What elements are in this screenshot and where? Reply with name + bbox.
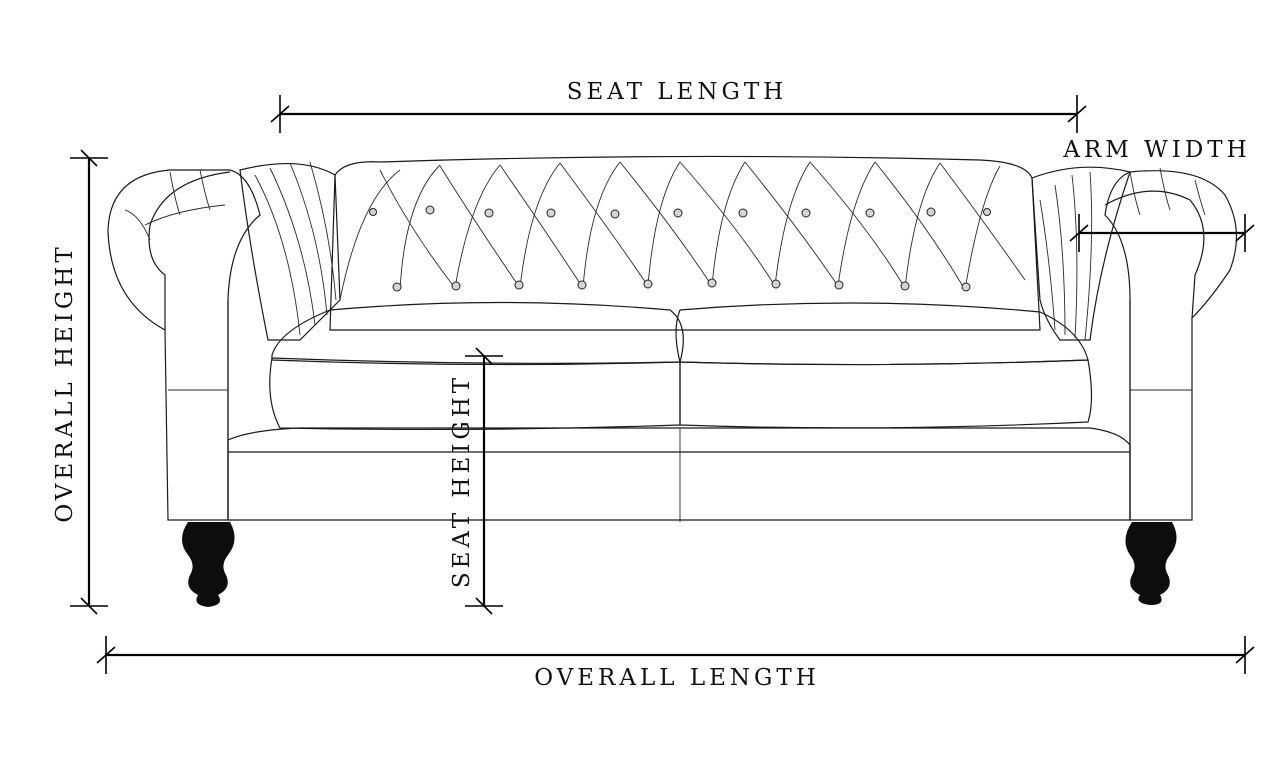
dimension-arm-width: ARM WIDTH	[1062, 137, 1255, 252]
dimension-overall-height: OVERALL HEIGHT	[52, 149, 108, 615]
left-seat-cushion-front	[269, 357, 681, 431]
back-tufting	[339, 161, 1026, 301]
left-arm-inner	[239, 163, 341, 341]
seat-height-label: SEAT HEIGHT	[449, 374, 475, 588]
right-seat-cushion-front	[679, 359, 1093, 429]
dimension-seat-height: SEAT HEIGHT	[449, 347, 503, 615]
right-arm-scroll	[1104, 190, 1205, 319]
sofa-base	[227, 427, 1131, 521]
right-leg	[1125, 522, 1177, 605]
arm-width-label: ARM WIDTH	[1062, 137, 1250, 163]
right-arm	[1104, 170, 1238, 521]
right-arm-inner	[1031, 166, 1131, 341]
right-arm-tufting	[1039, 171, 1093, 341]
dimension-seat-length: SEAT LENGTH	[270, 79, 1087, 133]
left-arm-tufting	[254, 161, 337, 336]
seat-length-label: SEAT LENGTH	[567, 79, 788, 105]
sofa-back	[329, 155, 1041, 331]
dimension-overall-length: OVERALL LENGTH	[96, 636, 1255, 691]
overall-height-label: OVERALL HEIGHT	[52, 243, 78, 522]
left-seat-cushion-top	[271, 301, 684, 366]
sofa-illustration	[107, 155, 1238, 607]
right-seat-cushion-top	[675, 302, 1089, 366]
left-leg	[182, 522, 235, 607]
tuft-buttons	[369, 205, 991, 292]
left-arm-scroll	[148, 171, 231, 330]
left-arm	[107, 169, 261, 521]
overall-length-label: OVERALL LENGTH	[534, 665, 820, 691]
